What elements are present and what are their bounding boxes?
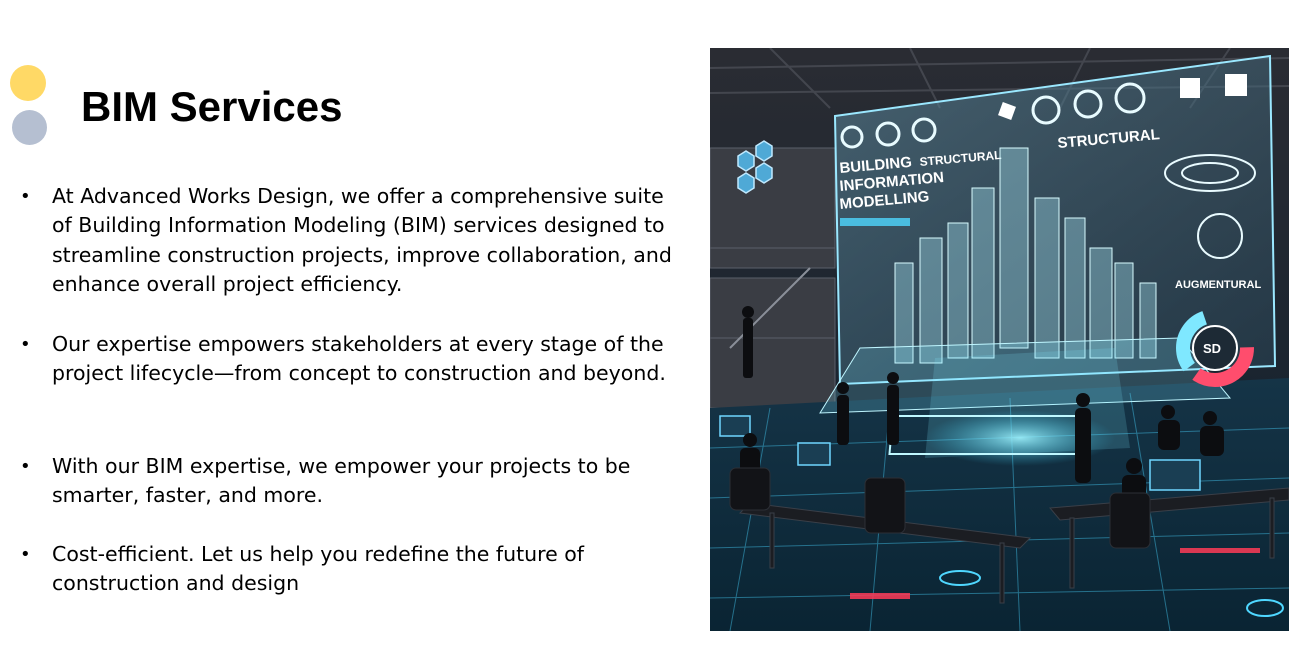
bim-hologram-illustration: BUILDING INFORMATION MODELLING STRUCTURA… <box>710 48 1289 631</box>
slide-title: BIM Services <box>81 83 343 130</box>
hologram-label-augmentural: AUGMENTURAL <box>1175 279 1261 291</box>
hologram-label-bim: BUILDING <box>839 154 913 177</box>
bullet-item: • Cost-efficient. Let us help you redefi… <box>20 540 680 599</box>
bullet-item: • Our expertise empowers stakeholders at… <box>20 330 680 389</box>
bullet-text: Cost-efficient. Let us help you redefine… <box>52 542 584 596</box>
bullet-item: • With our BIM expertise, we empower you… <box>20 452 680 511</box>
bullet-text: At Advanced Works Design, we offer a com… <box>52 184 672 297</box>
bullet-marker: • <box>20 456 31 477</box>
yellow-circle-decoration <box>10 65 46 101</box>
blue-circle-decoration <box>12 110 47 145</box>
bullet-marker: • <box>20 334 31 355</box>
ring-label: SD <box>1203 341 1221 356</box>
bullet-marker: • <box>20 544 31 565</box>
bullet-text: Our expertise empowers stakeholders at e… <box>52 332 666 386</box>
bullet-marker: • <box>20 186 31 207</box>
bullet-item: • At Advanced Works Design, we offer a c… <box>20 182 680 300</box>
bullet-text: With our BIM expertise, we empower your … <box>52 454 631 508</box>
